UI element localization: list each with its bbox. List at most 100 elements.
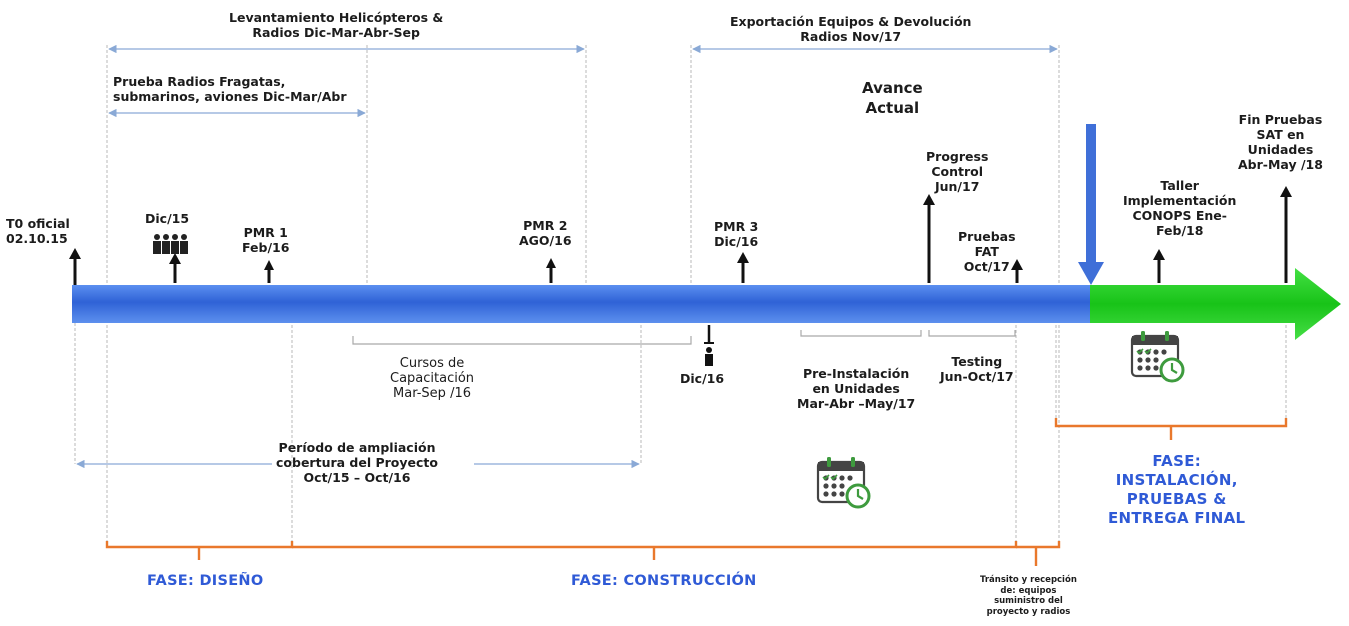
- ampliacion-line1: Período de ampliación: [278, 440, 436, 455]
- ampliacion-line2: cobertura del Proyecto: [276, 455, 438, 470]
- bracket-testing: [928, 330, 1016, 337]
- testing-line2: Jun-Oct/17: [940, 369, 1014, 384]
- label-fat: Pruebas FAT Oct/17: [958, 229, 1016, 274]
- bracket-preinst: [800, 330, 922, 337]
- dic15-line1: Dic/15: [145, 211, 190, 226]
- arrow-pmr3: [737, 252, 749, 283]
- team-people-icon: [153, 234, 188, 254]
- label-dic16: Dic/16: [680, 371, 724, 386]
- t0-line2: 02.10.15: [6, 231, 68, 246]
- label-current-progress: Avance Actual: [862, 78, 923, 118]
- transito-line3: suministro del: [994, 596, 1063, 606]
- cursos-line1: Cursos de: [399, 356, 465, 371]
- testing-line1: Testing: [951, 354, 1003, 369]
- fat-line3: Oct/17: [963, 259, 1010, 274]
- transito-line2: de: equipos: [1000, 585, 1057, 596]
- radios-test-line2: submarinos, aviones Dic-Mar/Abr: [113, 89, 347, 104]
- dic16-line1: Dic/16: [680, 371, 725, 386]
- current-progress-line1: Avance: [862, 79, 923, 97]
- fat-line2: FAT: [974, 244, 999, 259]
- label-t0: T0 oficial 02.10.15: [6, 216, 70, 246]
- brace-diseno: [105, 541, 294, 549]
- arrow-dic15: [169, 253, 181, 283]
- label-helicopters: Levantamiento Helicópteros & Radios Dic-…: [225, 10, 448, 40]
- preinst-line3: Mar-Abr –May/17: [797, 396, 916, 411]
- gray-brackets: [352, 330, 1016, 345]
- arrow-taller: [1153, 249, 1165, 283]
- preinst-line2: en Unidades: [812, 381, 900, 396]
- milestone-arrows: [69, 186, 1292, 285]
- progress-control-line2: Control: [931, 164, 984, 179]
- arrow-t0: [69, 248, 81, 285]
- pmr2-line1: PMR 2: [523, 218, 568, 233]
- phase-instalacion: FASE: INSTALACIÓN, PRUEBAS & ENTREGA FIN…: [1108, 452, 1245, 528]
- label-taller: Taller Implementación CONOPS Ene- Feb/18: [1123, 178, 1236, 238]
- sat-line4: Abr-May /18: [1238, 157, 1323, 172]
- pmr1-line1: PMR 1: [243, 225, 288, 240]
- sat-line3: Unidades: [1247, 142, 1314, 157]
- transito-line4: proyecto y radios: [986, 606, 1071, 617]
- calendar-clock-icon: [1130, 329, 1185, 383]
- arrow-pmr1: [264, 260, 274, 283]
- instalacion-line1: FASE:: [1152, 452, 1202, 470]
- progress-control-line3: Jun/17: [934, 179, 980, 194]
- pmr3-line2: Dic/16: [714, 234, 759, 249]
- label-sat: Fin Pruebas SAT en Unidades Abr-May /18: [1238, 112, 1323, 172]
- marker-dic16: [704, 325, 714, 366]
- fat-line1: Pruebas: [958, 229, 1016, 244]
- label-pmr1: PMR 1 Feb/16: [242, 225, 289, 255]
- taller-line4: Feb/18: [1155, 223, 1204, 238]
- timeline-bar-blue: [72, 285, 1092, 323]
- cursos-line2: Capacitación: [390, 371, 475, 386]
- span-arrows: [76, 44, 1058, 469]
- brace-construccion: [292, 541, 1018, 549]
- instalacion-line4: ENTREGA FINAL: [1108, 509, 1246, 527]
- current-progress-marker: [1078, 124, 1104, 285]
- progress-control-line1: Progress: [926, 149, 989, 164]
- label-progress-control: Progress Control Jun/17: [926, 149, 988, 194]
- cursos-line3: Mar-Sep /16: [393, 386, 471, 401]
- taller-line3: CONOPS Ene-: [1132, 208, 1227, 223]
- label-radios-test: Prueba Radios Fragatas, submarinos, avio…: [113, 74, 347, 104]
- pmr3-line1: PMR 3: [714, 219, 759, 234]
- taller-line2: Implementación: [1123, 193, 1237, 208]
- instalacion-line3: PRUEBAS &: [1126, 490, 1227, 508]
- label-transito: Tránsito y recepción de: equipos suminis…: [980, 575, 1077, 617]
- label-dic15: Dic/15: [145, 211, 189, 226]
- helicopters-line1: Levantamiento Helicópteros &: [229, 10, 444, 25]
- ampliacion-line3: Oct/15 – Oct/16: [303, 470, 411, 485]
- label-pmr2: PMR 2 AGO/16: [519, 218, 572, 248]
- calendar-clock-icon: [816, 455, 871, 509]
- phase-diseno: FASE: DISEÑO: [147, 573, 264, 589]
- preinst-line1: Pre-Instalación: [802, 366, 910, 381]
- brace-instalacion: [1054, 418, 1288, 428]
- label-cursos: Cursos de Capacitación Mar-Sep /16: [390, 356, 474, 401]
- arrow-pmr2: [546, 258, 556, 283]
- current-progress-line2: Actual: [865, 99, 920, 117]
- phase-braces: [105, 418, 1288, 566]
- sat-line2: SAT en: [1256, 127, 1305, 142]
- label-ampliacion: Período de ampliación cobertura del Proy…: [276, 440, 438, 485]
- transito-line1: Tránsito y recepción: [980, 575, 1077, 585]
- label-pmr3: PMR 3 Dic/16: [714, 219, 758, 249]
- label-export: Exportación Equipos & Devolución Radios …: [730, 14, 971, 44]
- export-line1: Exportación Equipos & Devolución: [730, 14, 972, 29]
- arrow-sat: [1280, 186, 1292, 283]
- arrow-progress-control: [923, 194, 935, 283]
- t0-line1: T0 oficial: [6, 216, 70, 231]
- helicopters-line2: Radios Dic-Mar-Abr-Sep: [252, 25, 420, 40]
- taller-line1: Taller: [1160, 178, 1199, 193]
- sat-line1: Fin Pruebas: [1238, 112, 1323, 127]
- pmr1-line2: Feb/16: [242, 240, 290, 255]
- pmr2-line2: AGO/16: [519, 233, 572, 248]
- brace-transito: [1016, 541, 1061, 549]
- radios-test-line1: Prueba Radios Fragatas,: [113, 74, 286, 89]
- instalacion-line2: INSTALACIÓN,: [1115, 471, 1238, 489]
- export-line2: Radios Nov/17: [800, 29, 902, 44]
- label-testing: Testing Jun-Oct/17: [940, 354, 1014, 384]
- bracket-cursos: [352, 336, 692, 345]
- timeline-arrow-green: [1090, 268, 1341, 340]
- arrow-fat: [1011, 259, 1023, 283]
- label-preinst: Pre-Instalación en Unidades Mar-Abr –May…: [797, 366, 915, 411]
